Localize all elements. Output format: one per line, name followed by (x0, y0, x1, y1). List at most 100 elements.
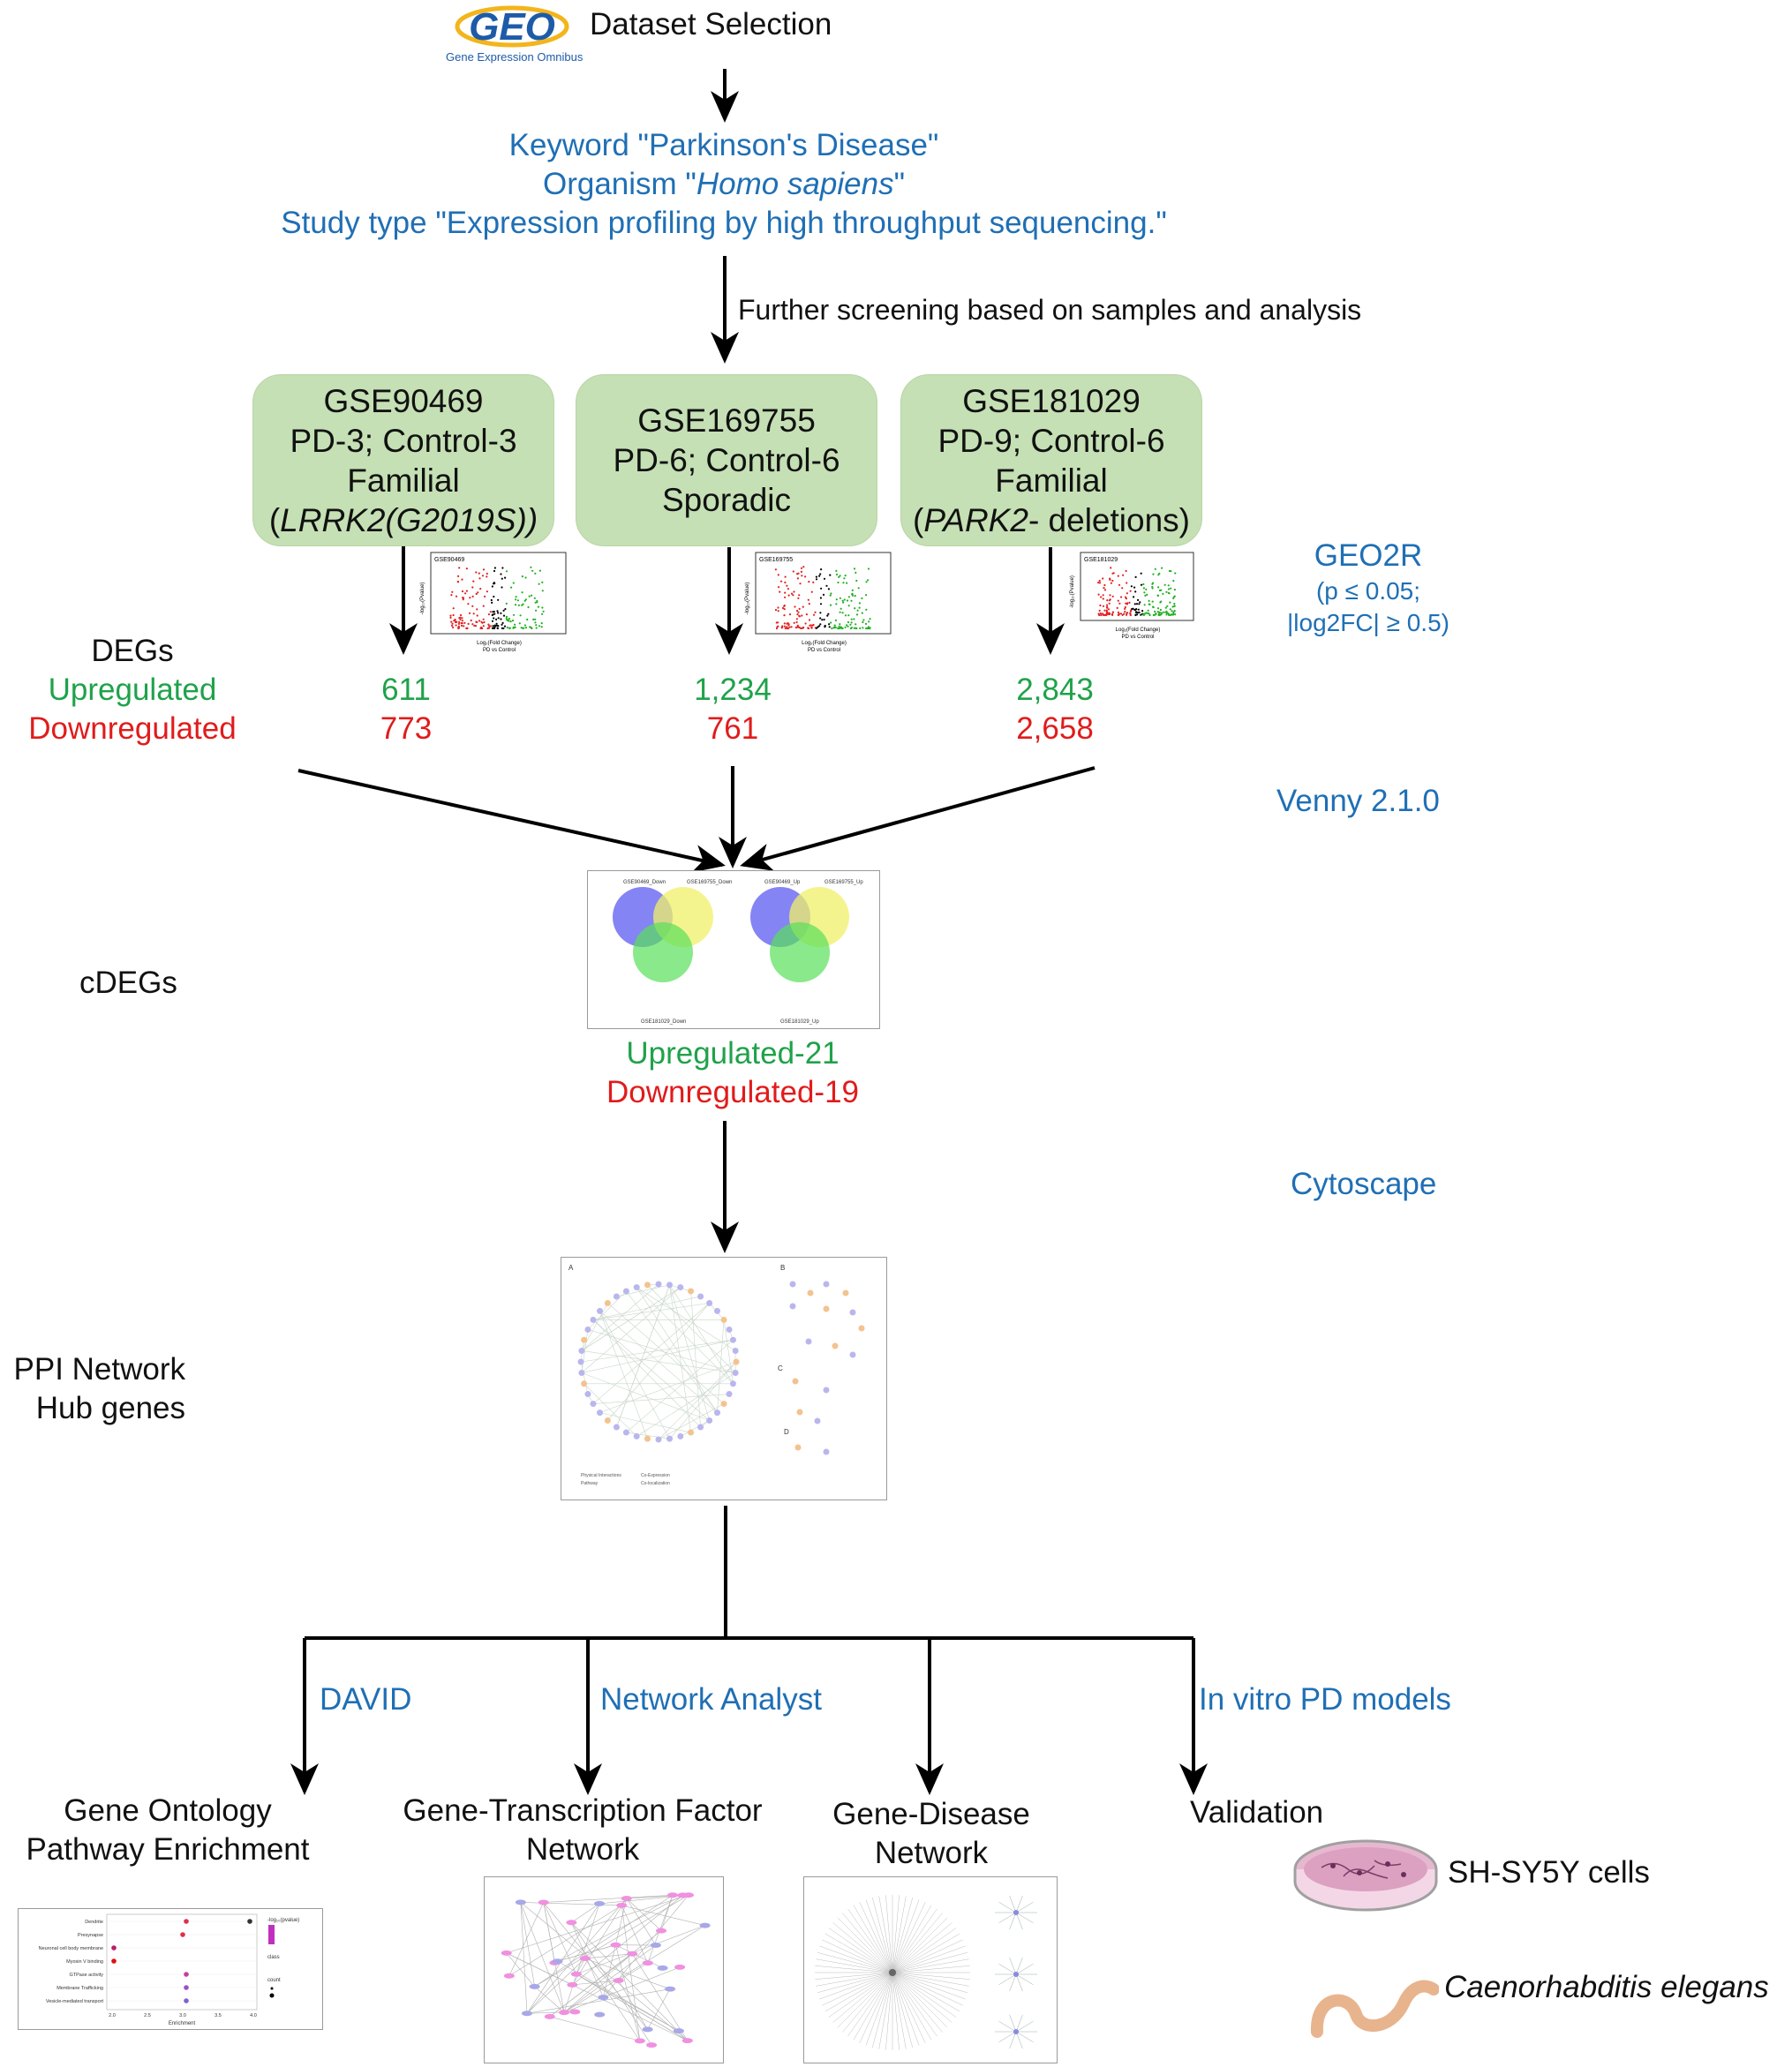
volcano-point (510, 586, 513, 589)
volcano-point (847, 605, 850, 607)
gd-edge (998, 1912, 1017, 1923)
dataset-type: Familial (347, 462, 460, 499)
volcano-point (533, 597, 536, 599)
volcano-point (818, 625, 821, 628)
svg-text:GSE90469_Down: GSE90469_Down (623, 880, 666, 885)
ppi-edge (658, 1361, 737, 1440)
volcano-point (505, 570, 508, 573)
volcano-point (523, 624, 526, 627)
gd-edge (819, 1945, 893, 1973)
gd-edge (828, 1972, 893, 2018)
volcano-point (515, 596, 517, 598)
tf-node (570, 1971, 582, 1977)
volcano-point (1102, 598, 1104, 600)
ppi-edge (592, 1296, 701, 1320)
criteria-study-type: Study type "Expression profiling by high… (281, 206, 1167, 240)
volcano-point (469, 612, 471, 614)
gd-edge (998, 2021, 1017, 2033)
volcano-point (482, 605, 485, 607)
gd-output-label: Gene-Disease Network (794, 1795, 1068, 1873)
volcano-point (492, 611, 494, 613)
ppi-node (726, 1326, 733, 1333)
gd-edge (871, 1897, 893, 1973)
volcano-point (784, 575, 787, 578)
ppi-edge (616, 1284, 670, 1297)
volcano-point (822, 593, 825, 596)
gd-edge (892, 1896, 907, 1973)
volcano-point (859, 627, 862, 629)
upregulated-label: Upregulated (48, 673, 217, 707)
enrichment-legend-count: count (267, 1978, 281, 1983)
volcano-point (457, 622, 461, 625)
volcano-point (837, 581, 840, 584)
volcano-point (1148, 599, 1150, 602)
volcano-title: GSE181029 (1084, 557, 1118, 563)
volcano-point (523, 599, 526, 602)
volcano-point (503, 625, 507, 628)
volcano-point (1155, 613, 1157, 615)
volcano-point (847, 625, 849, 628)
gd-edge (1015, 2031, 1034, 2042)
gd-edge (832, 1972, 893, 2023)
volcano-point (1139, 601, 1141, 604)
ppi-node (581, 1380, 588, 1387)
volcano-point (514, 626, 516, 628)
volcano-point (1126, 582, 1128, 584)
worm-label: Caenorhabditis elegans (1444, 1970, 1769, 2004)
volcano-ylabel: -log₁₀(Pvalue) (1070, 575, 1075, 608)
gd-edge (892, 1899, 920, 1973)
ppi-edge (626, 1290, 718, 1413)
volcano-point (1111, 613, 1114, 615)
volcano-point (841, 599, 844, 602)
volcano-point (858, 602, 861, 605)
ppi-node (814, 1417, 821, 1424)
volcano-point (1099, 612, 1102, 615)
volcano-point (1170, 613, 1172, 617)
gd-edge (1015, 2031, 1023, 2049)
gd-edge (998, 1902, 1017, 1913)
svg-text:GSE90469_Up: GSE90469_Up (764, 880, 801, 885)
volcano-point (508, 617, 510, 620)
gd-edge (847, 1972, 893, 2037)
volcano-point (453, 620, 456, 622)
ppi-node (604, 1417, 611, 1424)
volcano-point (1140, 583, 1143, 586)
dataset-type: Familial (995, 462, 1108, 499)
volcano-point (846, 582, 848, 584)
volcano-xsub: PD vs Control (808, 648, 840, 653)
gd-edge (1009, 2031, 1017, 2049)
volcano-point (1162, 592, 1164, 595)
down-count: 773 (380, 711, 433, 746)
volcano-point (784, 591, 787, 594)
volcano-point (800, 570, 802, 573)
ppi-network-panel: A B C D Physical Interactions Co-Express… (561, 1257, 887, 1500)
ppi-node (577, 1358, 584, 1365)
volcano-point (804, 575, 807, 578)
volcano-point (465, 567, 468, 570)
volcano-point (1116, 606, 1118, 609)
ppi-edge (636, 1287, 718, 1413)
volcano-point (516, 599, 519, 602)
volcano-point (501, 586, 503, 589)
volcano-point (779, 590, 781, 593)
volcano-point (862, 627, 864, 629)
volcano-point (1118, 583, 1121, 586)
volcano-point (1100, 613, 1103, 617)
enrichment-dot (247, 1919, 252, 1924)
volcano-point (1106, 604, 1109, 606)
volcano-point (505, 615, 508, 618)
volcano-point (1103, 583, 1106, 587)
volcano-point (867, 579, 870, 582)
tf-edge (576, 1973, 688, 2041)
volcano-point (451, 590, 454, 593)
volcano-point (505, 602, 508, 605)
volcano-point (1125, 602, 1127, 605)
volcano-point (1172, 612, 1175, 614)
tf-node (594, 2011, 606, 2018)
tf-edge (615, 1944, 663, 1969)
volcano-title: GSE169755 (759, 557, 793, 563)
up-count: 611 (381, 673, 431, 707)
volcano-point (467, 622, 470, 625)
volcano-point (843, 598, 846, 601)
volcano-point (515, 598, 517, 601)
